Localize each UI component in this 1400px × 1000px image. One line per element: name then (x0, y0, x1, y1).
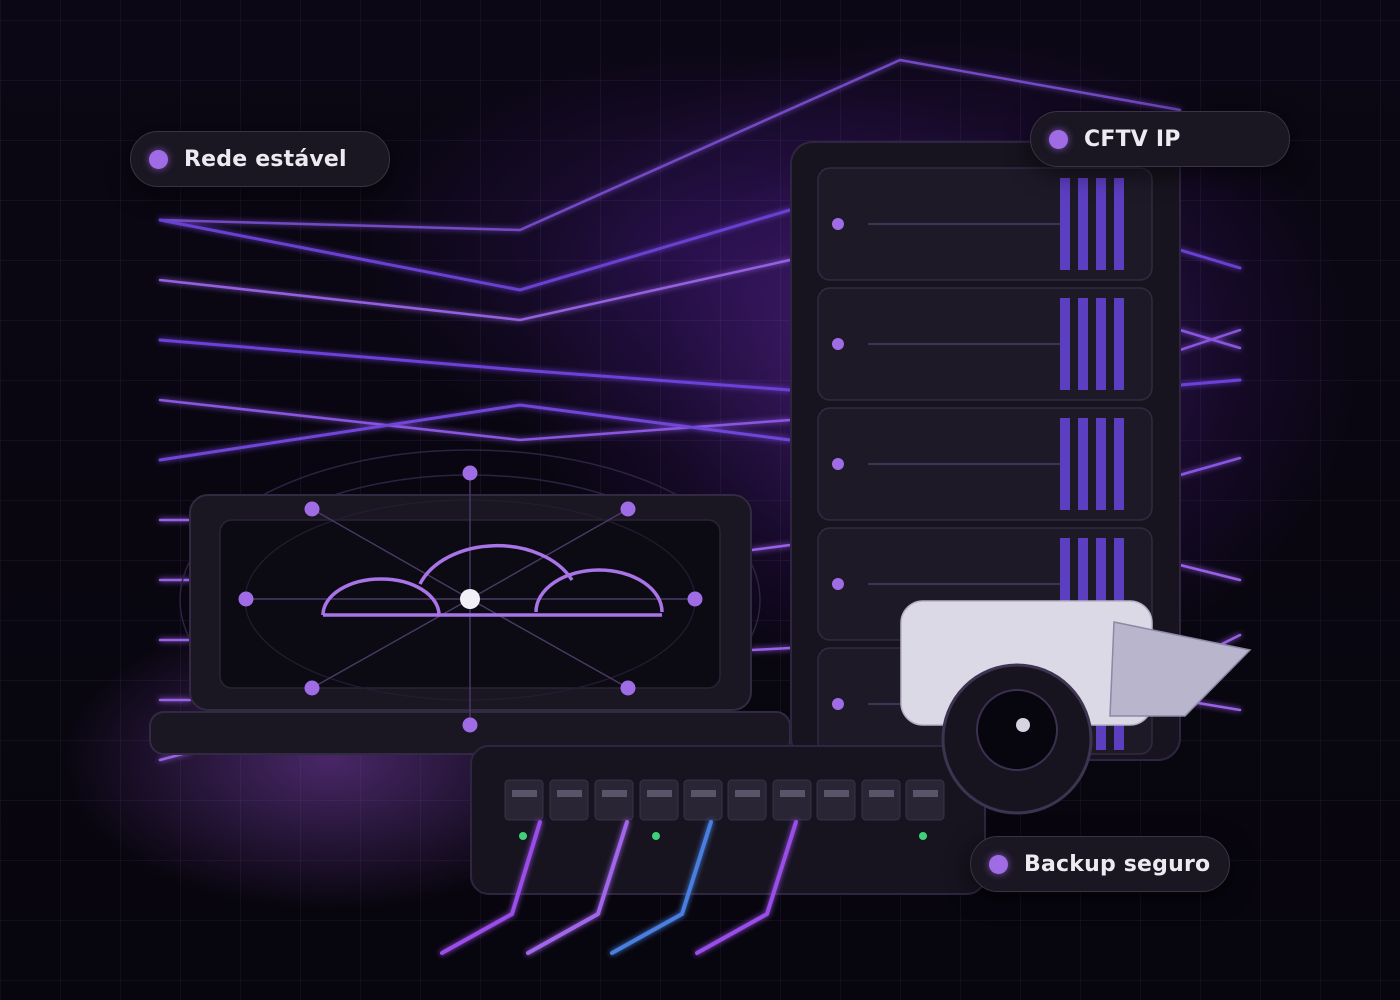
topology-nodes (238, 465, 703, 733)
badge-rede-estavel: Rede estável (130, 131, 390, 187)
switch-ports (504, 779, 945, 821)
status-dot-icon (989, 854, 1008, 874)
network-lines (158, 58, 1242, 762)
server-unit (817, 407, 1153, 521)
status-dot-icon (1049, 129, 1068, 149)
badge-label: Backup seguro (1024, 851, 1211, 877)
server-unit (817, 287, 1153, 401)
network-cables (440, 820, 798, 955)
server-unit (817, 167, 1153, 281)
badge-label: CFTV IP (1084, 126, 1181, 152)
security-camera-icon (900, 600, 1252, 815)
cloud-icon (321, 543, 664, 617)
badge-cftv-ip: CFTV IP (1030, 111, 1290, 167)
status-dot-icon (149, 149, 168, 169)
network-switch-icon (440, 745, 986, 955)
laptop-network-icon (149, 449, 791, 755)
central-node (460, 589, 480, 609)
status-leds (519, 832, 927, 840)
badge-label: Rede estável (184, 146, 347, 172)
badge-backup-seguro: Backup seguro (970, 836, 1230, 892)
